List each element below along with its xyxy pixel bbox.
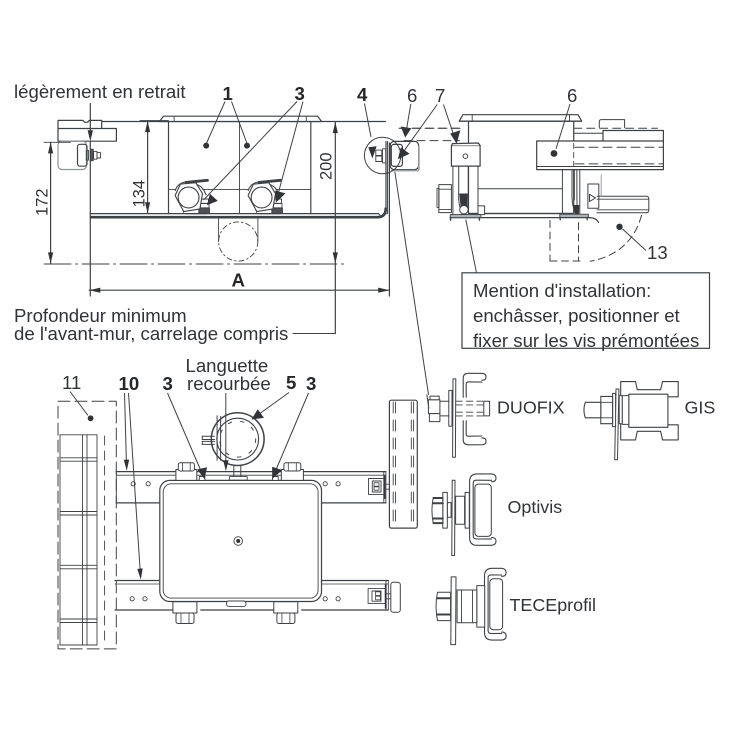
svg-text:10: 10 [119,373,140,394]
svg-text:3: 3 [295,83,305,104]
svg-text:3: 3 [306,373,316,394]
svg-text:11: 11 [62,372,81,393]
svg-text:200: 200 [318,152,336,180]
svg-text:enchâsser, positionner et: enchâsser, positionner et [473,305,681,326]
svg-text:1: 1 [223,83,233,104]
svg-text:fixer sur les vis prémontées: fixer sur les vis prémontées [473,330,699,351]
svg-text:Languette: Languette [186,355,269,376]
svg-text:6: 6 [567,85,577,106]
svg-text:recourbée: recourbée [187,373,271,394]
svg-text:de l'avant-mur, carrelage comp: de l'avant-mur, carrelage compris [14,323,288,344]
svg-text:7: 7 [435,85,445,106]
svg-text:DUOFIX: DUOFIX [497,398,565,418]
svg-text:6: 6 [407,85,417,106]
svg-text:134: 134 [131,180,149,208]
svg-text:4: 4 [357,84,368,105]
svg-text:Mention d'installation:: Mention d'installation: [473,280,651,301]
svg-text:3: 3 [163,373,173,394]
svg-text:GIS: GIS [685,398,716,418]
svg-text:A: A [232,270,245,291]
svg-text:TECEprofil: TECEprofil [510,595,597,615]
svg-text:Optivis: Optivis [508,497,563,517]
svg-text:Profondeur minimum: Profondeur minimum [14,305,187,326]
svg-text:13: 13 [647,242,668,263]
svg-text:5: 5 [286,372,296,393]
svg-text:172: 172 [34,188,52,216]
svg-text:légèrement en retrait: légèrement en retrait [14,81,186,102]
